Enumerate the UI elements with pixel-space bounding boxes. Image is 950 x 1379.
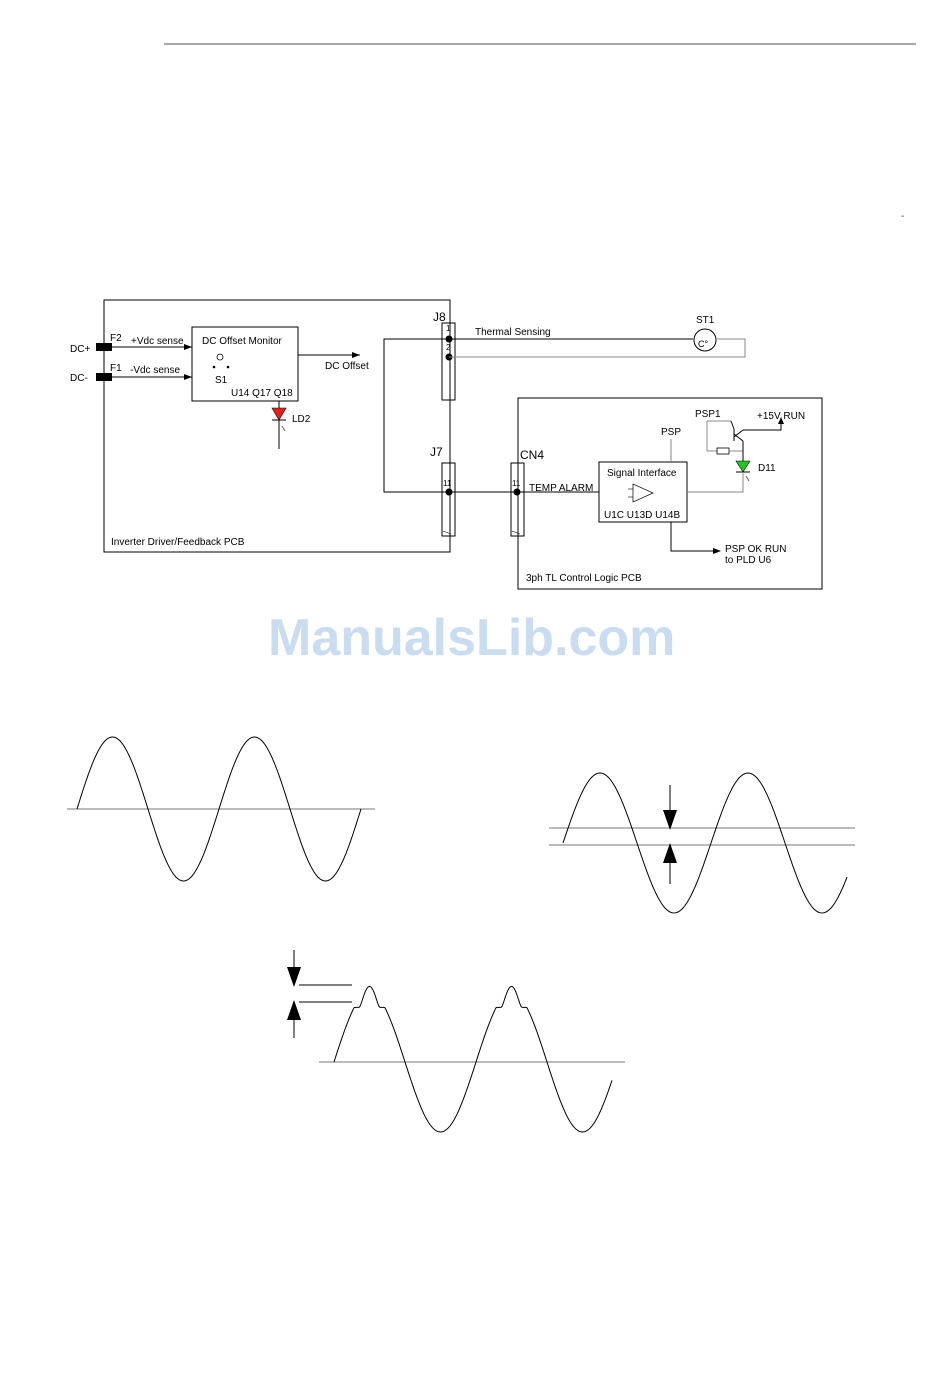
psp-ok-line2: to PLD U6 xyxy=(725,555,772,566)
fuse-f1-label: F1 xyxy=(110,363,122,374)
switch-contact-icon xyxy=(227,366,230,369)
fuse-f2-label: F2 xyxy=(110,333,122,344)
arrow-down-icon xyxy=(287,967,301,987)
dc-plus-label: DC+ xyxy=(70,344,90,355)
thermal-loop-wire xyxy=(384,339,449,492)
connector-j7 xyxy=(442,463,455,536)
thermostat-symbol: C° xyxy=(698,339,708,349)
led-ld2-icon xyxy=(272,408,286,420)
psp-ok-line1: PSP OK RUN xyxy=(725,544,787,555)
vdc-minus-label: -Vdc sense xyxy=(130,365,180,376)
led-d11-label: D11 xyxy=(758,463,776,474)
plus15v-label: +15V RUN xyxy=(757,411,805,422)
j7-pin11-label: 11 xyxy=(443,479,452,488)
interface-title: Signal Interface xyxy=(607,468,677,479)
corner-mark: - xyxy=(901,211,904,222)
connector-j8-label: J8 xyxy=(433,310,446,324)
arrow-right-icon xyxy=(352,352,360,358)
schematic: Inverter Driver/Feedback PCB DC+ DC- F2 … xyxy=(70,300,822,589)
monitor-switch-label: S1 xyxy=(215,375,228,386)
led-ld2-label: LD2 xyxy=(292,414,311,425)
resistor-icon xyxy=(717,448,729,454)
thermostat-label: ST1 xyxy=(696,315,715,326)
switch-contact-icon xyxy=(217,354,223,360)
peaked-wave xyxy=(334,987,612,1133)
connector-j7-label: J7 xyxy=(430,445,443,459)
arrow-right-icon xyxy=(184,374,192,380)
monitor-title: DC Offset Monitor xyxy=(202,336,283,347)
thermal-sensing-label: Thermal Sensing xyxy=(475,327,551,338)
psp-ok-wire xyxy=(671,522,717,551)
j8-pin2-label: 2 xyxy=(446,343,451,352)
waveform-offset xyxy=(549,773,855,913)
arrow-right-icon xyxy=(184,344,192,350)
cn4-pin11-label: 11 xyxy=(512,479,521,488)
connector-cn4-label: CN4 xyxy=(520,448,544,462)
interface-parts-label: U1C U13D U14B xyxy=(604,510,680,521)
arrow-down-icon xyxy=(663,810,677,830)
arrow-right-icon xyxy=(713,548,721,554)
switch-contact-icon xyxy=(213,366,216,369)
psp1-label: PSP1 xyxy=(695,409,721,420)
connector-j8 xyxy=(442,323,455,400)
arrow-up-icon xyxy=(663,843,677,863)
dc-offset-label: DC Offset xyxy=(325,361,369,372)
monitor-parts-label: U14 Q17 Q18 xyxy=(231,388,293,399)
fuse-f1-icon xyxy=(96,373,112,381)
temp-alarm-label: TEMP ALARM xyxy=(529,483,593,494)
sine-wave xyxy=(563,773,847,913)
led-d11-icon xyxy=(736,461,750,472)
dc-minus-label: DC- xyxy=(70,373,88,384)
psp-label: PSP xyxy=(661,427,681,438)
plus15v-wire xyxy=(743,421,781,430)
control-board-title: 3ph TL Control Logic PCB xyxy=(526,573,642,584)
waveform-peaked xyxy=(287,950,625,1132)
fuse-f2-icon xyxy=(96,343,112,351)
watermark: ManualsLib.com xyxy=(268,609,675,667)
op-amp-icon xyxy=(633,484,653,502)
waveform-normal xyxy=(67,737,375,881)
arrow-up-icon xyxy=(287,1000,301,1020)
inverter-board-title: Inverter Driver/Feedback PCB xyxy=(111,537,245,548)
vdc-plus-label: +Vdc sense xyxy=(131,336,184,347)
d11-to-interface-wire xyxy=(687,472,743,492)
j8-pin1-label: 1 xyxy=(446,324,451,333)
